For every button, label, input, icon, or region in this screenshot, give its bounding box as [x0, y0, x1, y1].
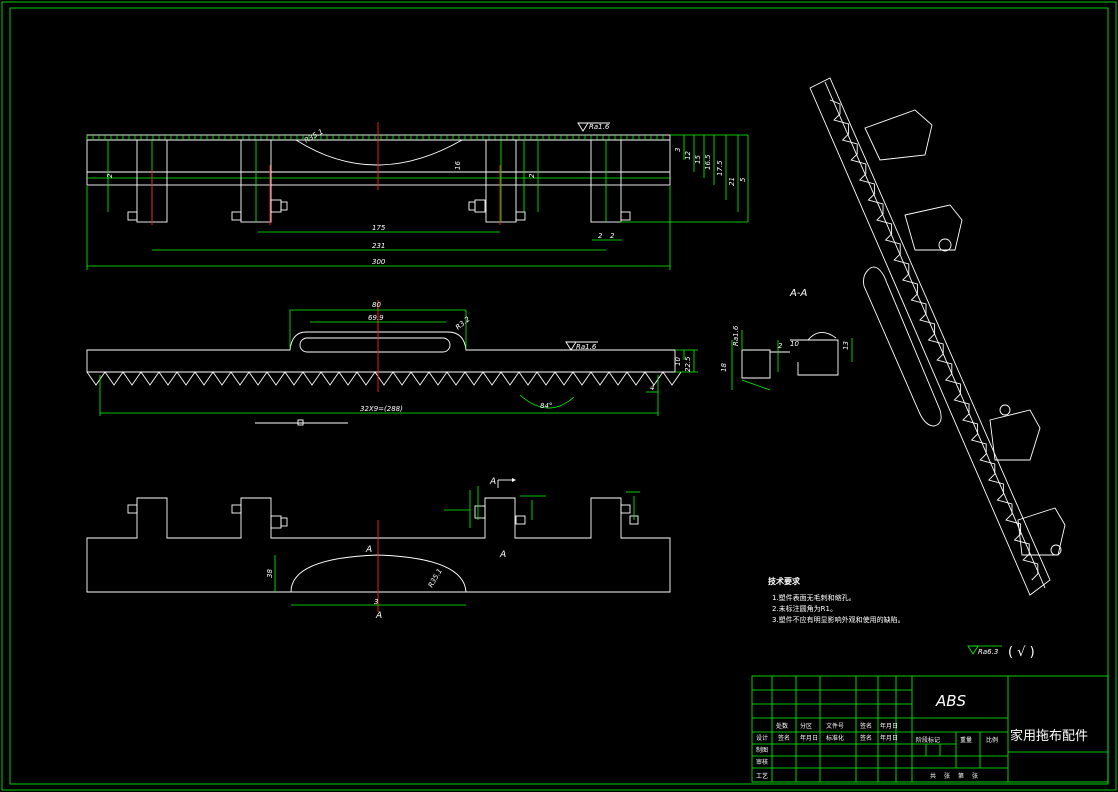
svg-text:10: 10	[790, 340, 799, 348]
part-name: 家用拖布配件	[1010, 728, 1088, 744]
svg-text:2: 2	[610, 232, 615, 240]
svg-text:( √ ): ( √ )	[1008, 645, 1035, 660]
svg-text:年月日: 年月日	[880, 722, 898, 730]
top-view: R35.1 175 231 300	[86, 122, 749, 270]
svg-text:175: 175	[372, 224, 386, 232]
teeth-pattern-top	[86, 135, 664, 140]
svg-text:A: A	[365, 545, 372, 555]
svg-text:第: 第	[958, 772, 964, 780]
bottom-view-outline	[86, 497, 671, 593]
svg-text:3.塑件不应有明显影响外观和使用的缺陷。: 3.塑件不应有明显影响外观和使用的缺陷。	[772, 615, 905, 624]
svg-text:3: 3	[374, 598, 378, 606]
svg-text:比例: 比例	[986, 736, 998, 744]
top-view-outline	[86, 134, 671, 186]
title-block: ABS 家用拖布配件 处数 分区 文件号 签名 年月日 设计 签名 年月日 标准…	[751, 675, 1109, 783]
svg-text:32X9=(288): 32X9=(288)	[360, 405, 403, 413]
svg-text:12: 12	[684, 151, 692, 160]
svg-text:13: 13	[842, 341, 850, 350]
svg-text:R35.1: R35.1	[427, 567, 444, 589]
svg-text:重量: 重量	[960, 736, 972, 744]
svg-text:21: 21	[728, 177, 736, 186]
svg-text:16: 16	[454, 161, 462, 170]
svg-text:共: 共	[930, 772, 936, 780]
teeth-pattern-front	[86, 371, 682, 386]
bottom-view: 38 R35.1 3 A A A A	[86, 477, 671, 621]
tech-requirements: 技术要求 1.塑件表面无毛刺和缩孔。 2.未标注圆角为R1。 3.塑件不应有明显…	[768, 576, 905, 624]
isometric-view	[809, 77, 1066, 596]
svg-text:A: A	[489, 477, 496, 487]
svg-text:年月日: 年月日	[880, 734, 898, 742]
section-a-a: A-A Ra1.6 10 2 13 18	[720, 288, 853, 391]
general-roughness: Ra6.3 ( √ )	[967, 645, 1035, 660]
svg-text:审核: 审核	[756, 758, 768, 766]
svg-text:签名: 签名	[860, 734, 872, 742]
svg-text:22.5: 22.5	[684, 356, 692, 372]
iso-handle-slot	[863, 266, 942, 427]
inner-border	[9, 7, 1109, 785]
svg-text:17.5: 17.5	[716, 160, 724, 176]
svg-text:10: 10	[674, 357, 682, 366]
svg-text:分区: 分区	[800, 722, 812, 730]
svg-text:4: 4	[650, 384, 654, 392]
svg-text:15: 15	[694, 155, 702, 164]
svg-text:80: 80	[372, 301, 381, 309]
svg-text:文件号: 文件号	[826, 722, 844, 730]
svg-text:231: 231	[372, 242, 385, 250]
svg-text:300: 300	[372, 258, 386, 266]
roughness-front: Ra1.6	[576, 343, 597, 351]
svg-text:16.5: 16.5	[704, 154, 712, 170]
svg-text:1.塑件表面无毛刺和缩孔。: 1.塑件表面无毛刺和缩孔。	[772, 593, 856, 602]
svg-text:Ra6.3: Ra6.3	[978, 648, 998, 656]
svg-text:38: 38	[266, 569, 274, 578]
svg-text:工艺: 工艺	[756, 772, 768, 780]
svg-text:技术要求: 技术要求	[768, 576, 801, 586]
svg-text:18: 18	[720, 363, 728, 372]
svg-text:处数: 处数	[776, 722, 788, 730]
svg-text:张: 张	[944, 772, 950, 780]
svg-text:阶段标记: 阶段标记	[916, 736, 940, 744]
svg-text:2.未标注圆角为R1。: 2.未标注圆角为R1。	[772, 604, 837, 613]
roughness-top: Ra1.6	[589, 123, 610, 131]
svg-text:张: 张	[972, 772, 978, 780]
svg-text:签名: 签名	[860, 722, 872, 730]
svg-text:2: 2	[106, 173, 114, 178]
svg-text:设计: 设计	[756, 734, 768, 742]
svg-text:A: A	[375, 611, 382, 621]
svg-text:标准化: 标准化	[826, 734, 844, 742]
svg-text:84°: 84°	[540, 402, 552, 410]
front-view-outline	[86, 331, 676, 373]
svg-text:2: 2	[598, 232, 603, 240]
svg-text:R35.1: R35.1	[303, 128, 325, 145]
front-view: 80 69.9 R3.2 32X9=(288) 84° 4 10 22.5 Ra…	[86, 300, 698, 426]
svg-text:69.9: 69.9	[368, 314, 384, 322]
svg-text:签名: 签名	[778, 734, 790, 742]
svg-text:Ra1.6: Ra1.6	[732, 325, 740, 346]
svg-text:年月日: 年月日	[800, 734, 818, 742]
material-label: ABS	[935, 692, 967, 710]
handle-slot-top	[295, 139, 463, 166]
svg-text:2: 2	[528, 173, 536, 178]
svg-text:5: 5	[739, 177, 747, 182]
svg-text:2: 2	[778, 342, 783, 350]
svg-text:制图: 制图	[756, 746, 768, 754]
svg-text:A: A	[499, 550, 506, 560]
svg-text:3: 3	[674, 148, 682, 152]
svg-text:R3.2: R3.2	[454, 315, 472, 332]
section-label: A-A	[789, 288, 807, 299]
